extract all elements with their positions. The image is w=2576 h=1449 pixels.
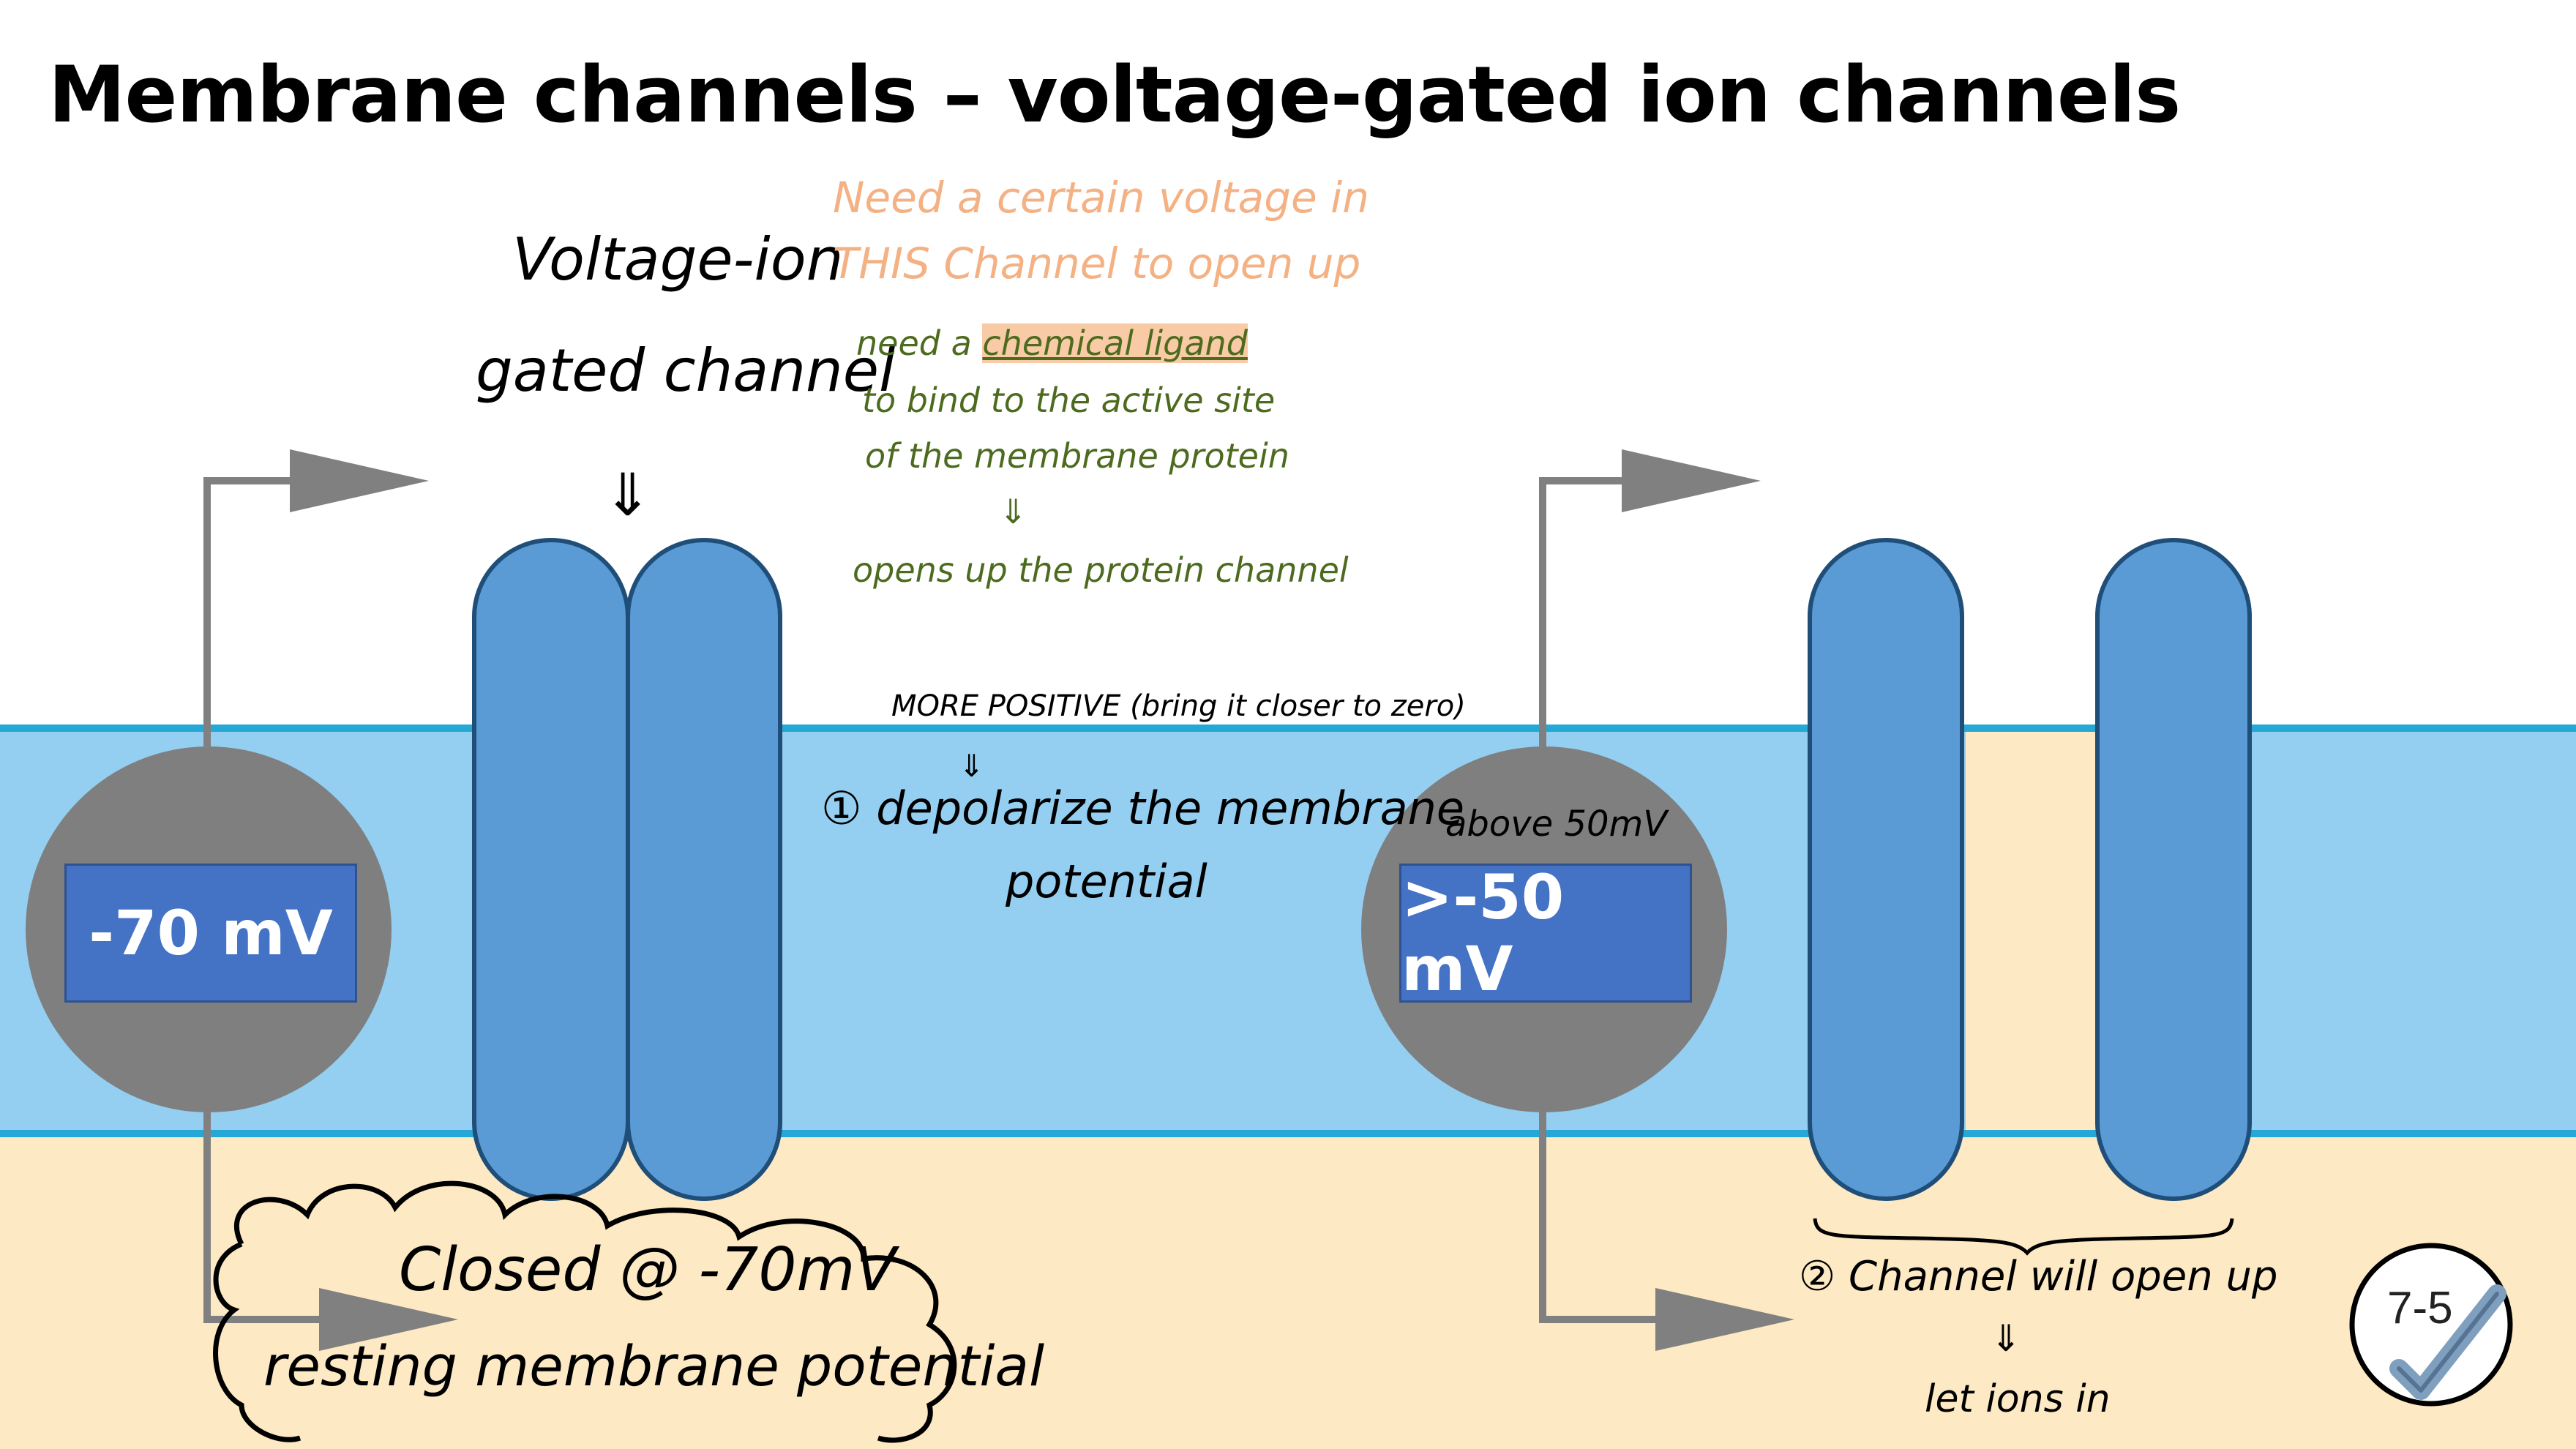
slide-badge-label: 7-5	[2387, 1283, 2453, 1333]
open-channel-pore	[1966, 728, 2097, 1133]
slide-title: Membrane channels – voltage-gated ion ch…	[48, 50, 2181, 140]
open-channel-line1: ② Channel will open up	[1799, 1253, 2278, 1300]
channel-label-line2: gated channel	[476, 337, 896, 405]
checkmark-icon-outline	[2397, 1292, 2499, 1393]
left-wire-arrowhead-top	[290, 449, 429, 512]
note-ligand-line4: opens up the protein channel	[853, 550, 1349, 590]
note-depolarize-line2: potential	[1006, 855, 1208, 908]
channel-label-arrow: ⇓	[603, 461, 653, 529]
note-ligand-prefix: need a	[856, 323, 983, 363]
cloud-callout-outline	[213, 1180, 957, 1443]
channel-label-line1: Voltage-ion	[512, 225, 844, 293]
cloud-text-line1: Closed @ -70mV	[399, 1235, 896, 1305]
left-voltage-readout: -70 mV	[64, 864, 357, 1003]
right-circuit-wire	[1539, 477, 1661, 1323]
note-voltage-line1: Need a certain voltage in	[833, 173, 1370, 222]
note-ligand-arrow: ⇓	[999, 492, 1027, 531]
right-wire-arrowhead-top	[1622, 449, 1761, 512]
note-voltage-line2: THIS Channel to open up	[833, 239, 1361, 288]
left-channel-subunit-a	[472, 538, 630, 1201]
cloud-text-line2: resting membrane potential	[263, 1333, 1045, 1399]
note-positive-line: MORE POSITIVE (bring it closer to zero)	[891, 689, 1466, 723]
note-above-voltage: above 50mV	[1445, 804, 1668, 845]
note-positive-arrow: ⇓	[959, 748, 985, 784]
left-channel-subunit-b	[626, 538, 782, 1201]
open-channel-brace	[1813, 1218, 2234, 1256]
left-circuit-wire	[203, 477, 322, 1323]
note-ligand-line3: of the membrane protein	[865, 436, 1289, 476]
membrane-top-edge	[0, 724, 2576, 732]
open-channel-arrow: ⇓	[1991, 1317, 2021, 1360]
right-channel-subunit-a	[1808, 538, 1964, 1201]
right-wire-arrowhead-bottom	[1655, 1288, 1794, 1351]
note-depolarize-line1: ① depolarize the membrane	[821, 782, 1465, 835]
right-channel-subunit-b	[2095, 538, 2252, 1201]
membrane-bottom-edge	[0, 1130, 2576, 1137]
note-ligand-line2: to bind to the active site	[862, 381, 1276, 420]
left-wire-arrowhead-bottom	[319, 1288, 458, 1351]
right-voltage-readout: >-50 mV	[1399, 861, 1692, 1005]
note-ligand-line1: need a chemical ligand	[856, 323, 1248, 363]
note-ligand-highlight: chemical ligand	[982, 323, 1248, 363]
open-channel-line2: let ions in	[1925, 1377, 2111, 1421]
